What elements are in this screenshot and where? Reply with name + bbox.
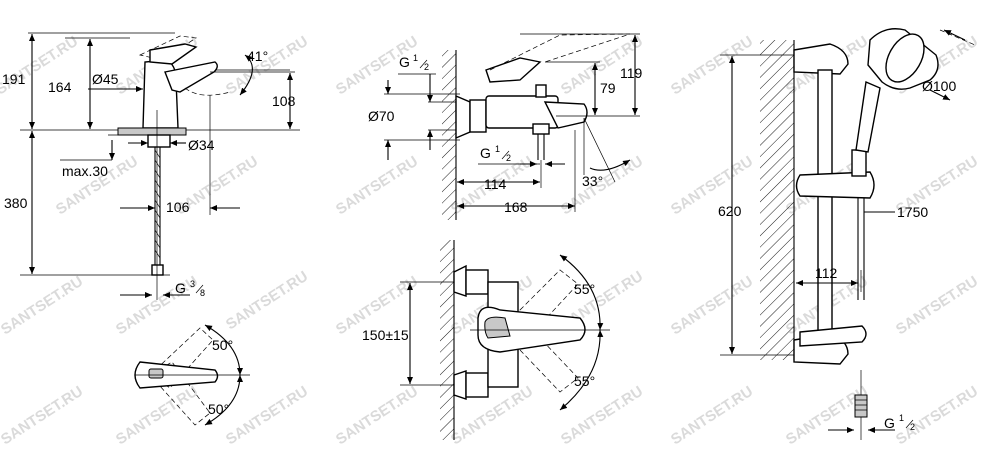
watermark: SANTSET.RU (0, 383, 86, 449)
watermark: SANTSET.RU (0, 273, 86, 339)
watermark: SANTSET.RU (668, 273, 756, 339)
dim-outlet-num: 1 (495, 144, 500, 154)
dim-front-angle-down: 55° (574, 373, 595, 389)
dim-lever-angle: 41° (247, 48, 268, 64)
dim-angle-down: 50° (208, 401, 229, 417)
dim-hole-dia: Ø34 (188, 137, 215, 153)
watermark: SANTSET.RU (558, 383, 646, 449)
dim-connection-num: 3 (190, 279, 195, 289)
dim-bath-reach: 168 (504, 199, 528, 215)
watermark: SANTSET.RU (668, 153, 756, 219)
dim-connection-den: 8 (200, 288, 205, 298)
watermark: SANTSET.RU (668, 383, 756, 449)
dim-shower-connection-den: 2 (910, 422, 915, 432)
dim-head-dia: Ø100 (922, 78, 956, 94)
watermark: SANTSET.RU (333, 153, 421, 219)
dim-spout-axis: 114 (484, 176, 507, 192)
dim-outlet-prefix: G (480, 145, 491, 161)
dim-angle-up: 50° (212, 337, 233, 353)
basin-mixer-top-view: 50° 50° (134, 324, 250, 426)
dim-rail-length: 620 (718, 203, 742, 219)
watermark: SANTSET.RU (668, 33, 756, 99)
dim-shower-connection-num: 1 (899, 413, 904, 423)
watermark: SANTSET.RU (893, 273, 981, 339)
dim-height-total: 119 (620, 65, 643, 81)
basin-mixer-side-view: 191 164 380 Ø45 41° 108 Ø34 (2, 32, 300, 300)
dim-front-angle-up: 55° (574, 281, 595, 297)
dim-outlet-den: 2 (506, 153, 511, 163)
watermark: SANTSET.RU (333, 383, 421, 449)
shower-set-view: 620 Ø100 1750 112 G 1 2 (718, 28, 976, 440)
watermark: SANTSET.RU (893, 383, 981, 449)
dim-inlet-num: 1 (413, 53, 418, 63)
watermark: SANTSET.RU (223, 33, 311, 99)
dim-total-height: 191 (2, 71, 26, 87)
dim-hose-length-shower: 1750 (897, 204, 928, 220)
watermark: SANTSET.RU (223, 268, 311, 334)
dim-center-distance: 150±15 (362, 327, 409, 343)
dim-spout-angle: 33° (582, 173, 603, 189)
watermark: SANTSET.RU (113, 383, 201, 449)
bath-mixer-side-view: G 1 2 Ø70 G 1 2 (368, 33, 643, 220)
dim-lever-dia: Ø45 (92, 71, 119, 87)
dim-inlet-den: 2 (424, 62, 429, 72)
dim-shower-connection-prefix: G (884, 415, 895, 431)
dim-connection-prefix: G (175, 280, 186, 296)
dim-max-thickness: max.30 (62, 163, 108, 179)
dim-flange-dia: Ø70 (368, 108, 395, 124)
dim-hose-length: 380 (4, 195, 28, 211)
dim-spout-height: 164 (48, 79, 72, 95)
dim-reach: 108 (272, 93, 296, 109)
dim-hose-spread: 106 (166, 199, 190, 215)
dim-wall-offset: 112 (815, 265, 838, 281)
bath-mixer-front-view: 150±15 55° 55° (362, 240, 610, 440)
dim-height-body: 79 (600, 80, 616, 96)
dim-inlet-prefix: G (399, 54, 410, 70)
